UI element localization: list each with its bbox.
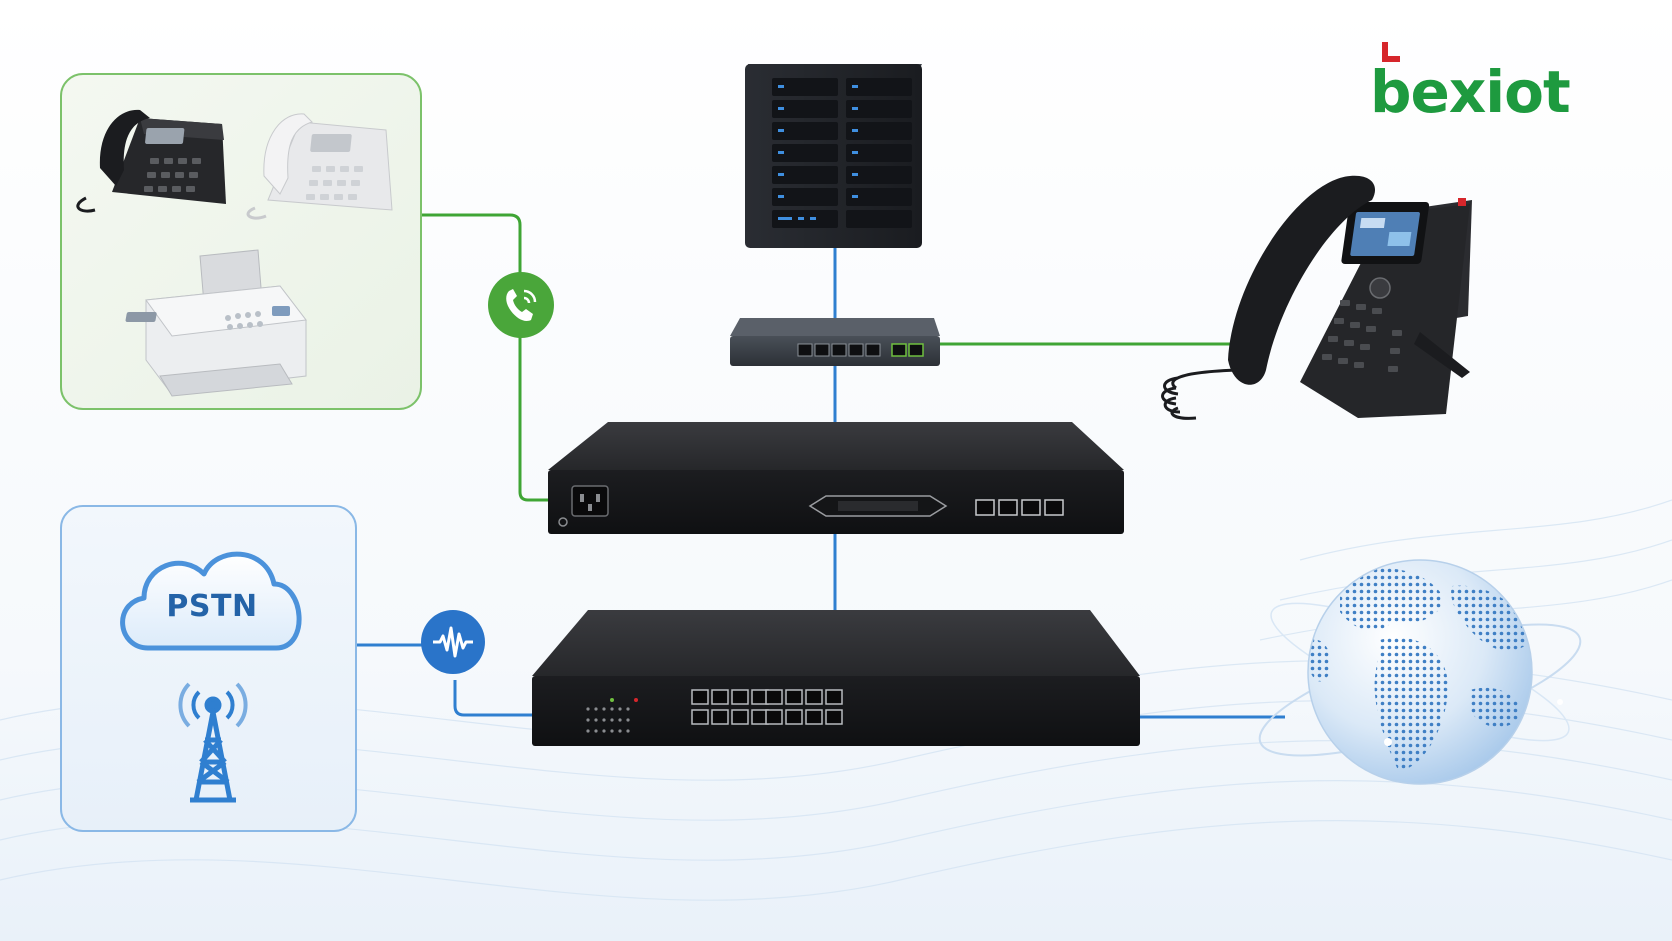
brand-name: bexiot [1370, 58, 1570, 126]
pstn-panel: PSTN [61, 506, 356, 831]
pstn-label: PSTN [166, 589, 257, 624]
network-switch [730, 318, 940, 366]
analog-devices-panel [61, 74, 421, 409]
fxo-gateway [532, 610, 1140, 746]
server-rack [745, 64, 922, 248]
signal-connector-badge [421, 610, 485, 674]
fxs-gateway [548, 422, 1124, 534]
voice-connector-badge [488, 272, 554, 338]
telephony-connector [810, 496, 946, 516]
